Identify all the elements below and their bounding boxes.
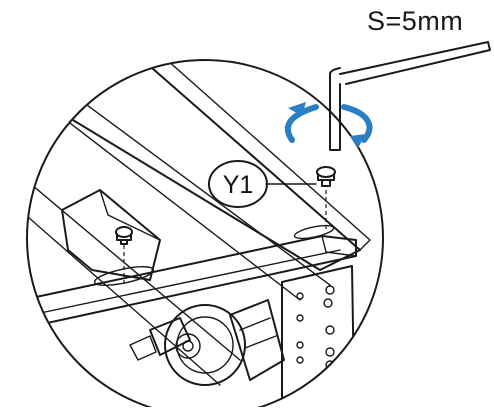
callout-y1-label: Y1 xyxy=(223,171,254,199)
frame-rail xyxy=(27,60,371,386)
motor-housing xyxy=(61,189,161,281)
tool-size-label: S=5mm xyxy=(367,6,464,36)
cross-bracket xyxy=(27,224,357,329)
rotate-arrows-icon xyxy=(284,102,373,148)
hex-key-icon xyxy=(329,41,491,151)
side-plate xyxy=(281,265,355,405)
screw-icon xyxy=(316,166,336,187)
callout-y1: Y1 xyxy=(208,160,317,208)
detail-circle xyxy=(26,59,384,412)
detail-view xyxy=(27,60,371,405)
screw-icon xyxy=(115,226,133,245)
slot-left xyxy=(93,266,155,286)
screw-left-group xyxy=(115,226,133,284)
slot-right xyxy=(293,224,335,240)
gear-assembly xyxy=(129,299,285,386)
